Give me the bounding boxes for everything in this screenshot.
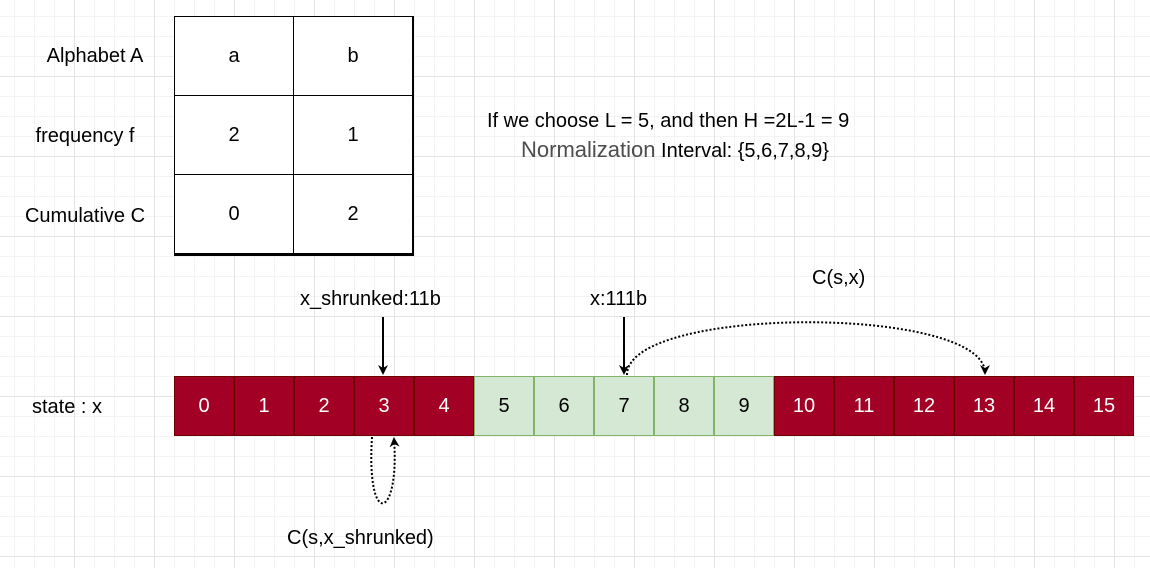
state-cell-3: 3	[354, 376, 414, 436]
state-cell-6: 6	[534, 376, 594, 436]
table-cell-cumulative-b: 2	[294, 175, 414, 255]
c-s-x-shrunked-dotted-arrow	[370, 436, 400, 505]
state-row-label: state : x	[32, 396, 103, 418]
state-cell-9: 9	[714, 376, 774, 436]
symbol-table: a b 2 1 0 2	[174, 16, 414, 256]
state-cell-10: 10	[774, 376, 834, 436]
normalization-interval-text: Normalization Interval: {5,6,7,8,9}	[521, 138, 829, 163]
state-cell-1: 1	[234, 376, 294, 436]
state-cell-14: 14	[1014, 376, 1074, 436]
state-cell-2: 2	[294, 376, 354, 436]
state-cell-0: 0	[174, 376, 234, 436]
c-s-x-label: C(s,x)	[812, 267, 866, 289]
state-cell-8: 8	[654, 376, 714, 436]
normalization-word: Normalization	[521, 137, 656, 162]
state-cell-4: 4	[414, 376, 474, 436]
row-label-frequency: frequency f	[35, 125, 135, 147]
c-s-x-shrunked-label: C(s,x_shrunked)	[287, 527, 434, 549]
x-shrunked-label: x_shrunked:11b	[300, 288, 441, 310]
interval-text: Interval: {5,6,7,8,9}	[655, 140, 829, 162]
state-cell-12: 12	[894, 376, 954, 436]
row-label-alphabet: Alphabet A	[46, 45, 144, 67]
state-cell-7: 7	[594, 376, 654, 436]
table-cell-cumulative-a: 0	[175, 175, 295, 255]
state-cell-15: 15	[1074, 376, 1134, 436]
state-cell-11: 11	[834, 376, 894, 436]
state-cell-13: 13	[954, 376, 1014, 436]
row-label-cumulative: Cumulative C	[24, 205, 146, 227]
choice-text: If we choose L = 5, and then H =2L-1 = 9	[487, 110, 850, 132]
c-s-x-dotted-arrow	[626, 321, 990, 376]
state-cell-5: 5	[474, 376, 534, 436]
x-label: x:111b	[590, 288, 648, 310]
